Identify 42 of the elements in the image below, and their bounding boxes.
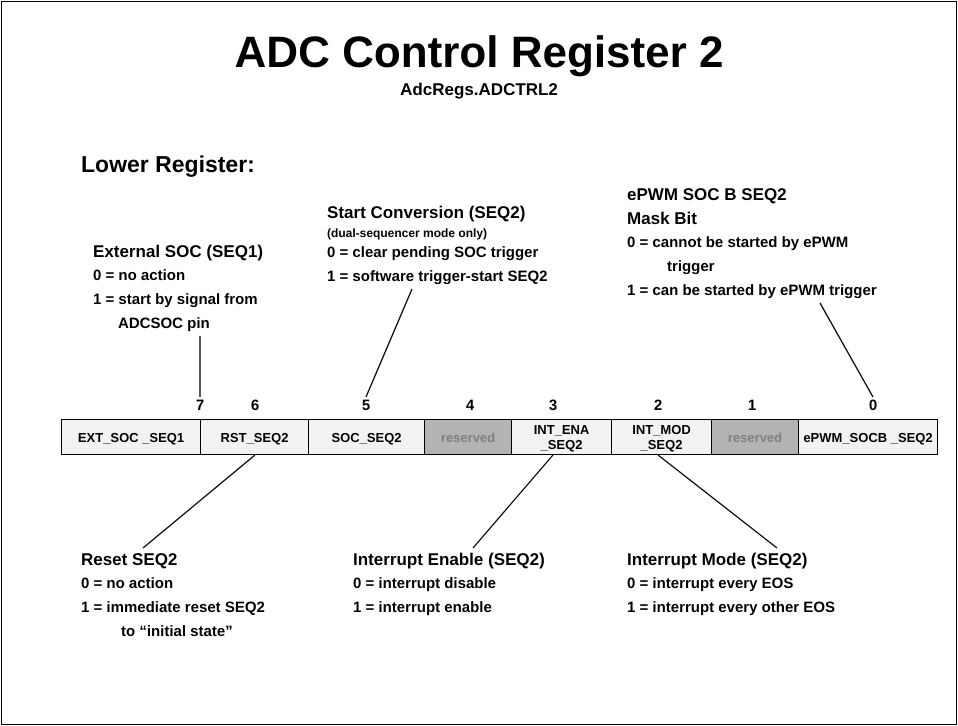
description-heading: Interrupt Mode (SEQ2) <box>627 549 808 571</box>
register-field: ePWM_SOCB _SEQ2 <box>799 419 938 455</box>
description-heading: Start Conversion (SEQ2) <box>327 202 526 224</box>
bit-number: 3 <box>548 397 558 415</box>
value-description: 1 = interrupt enable <box>353 598 493 618</box>
description-note: (dual-sequencer mode only) <box>327 225 488 241</box>
leader-line <box>199 336 201 397</box>
bit-number: 6 <box>250 397 260 415</box>
bit-number: 5 <box>360 397 372 415</box>
value-description: 0 = no action <box>93 266 186 286</box>
register-field: SOC_SEQ2 <box>309 419 425 455</box>
description-heading: External SOC (SEQ1) <box>93 241 264 263</box>
title: ADC Control Register 2 <box>234 28 724 78</box>
value-description: 1 = software trigger-start SEQ2 <box>327 267 548 287</box>
value-description: 0 = interrupt disable <box>353 574 497 594</box>
register-field: EXT_SOC _SEQ1 <box>61 419 201 455</box>
register-path: AdcRegs.ADCTRL2 <box>399 80 559 100</box>
leader-line <box>472 454 554 548</box>
leader-line <box>819 302 874 398</box>
bit-number: 1 <box>746 397 758 415</box>
leader-line <box>658 454 778 549</box>
bit-number: 4 <box>464 397 476 415</box>
value-description: 0 = interrupt every EOS <box>627 574 794 594</box>
bit-number: 2 <box>652 397 664 415</box>
leader-line <box>365 288 413 398</box>
value-description: 1 = interrupt every other EOS <box>627 598 836 618</box>
value-description: 0 = clear pending SOC trigger <box>327 243 540 263</box>
value-description: 0 = cannot be started by ePWM trigger <box>627 233 850 277</box>
section-heading: Lower Register: <box>81 150 255 178</box>
value-description: 1 = can be started by ePWM trigger <box>627 281 878 301</box>
register-field: INT_ENA _SEQ2 <box>512 419 612 455</box>
bit-number: 0 <box>868 397 878 415</box>
description-heading: ePWM SOC B SEQ2 Mask Bit <box>627 184 788 230</box>
value-description: 1 = start by signal from ADCSOC pin <box>93 290 259 334</box>
description-heading: Interrupt Enable (SEQ2) <box>353 549 546 571</box>
leader-line <box>142 454 256 548</box>
bit-number: 7 <box>194 397 206 415</box>
register-field: RST_SEQ2 <box>201 419 309 455</box>
register-field: INT_MOD _SEQ2 <box>612 419 712 455</box>
value-description: 0 = no action <box>81 574 174 594</box>
description-heading: Reset SEQ2 <box>81 549 178 571</box>
value-description: 1 = immediate reset SEQ2 to “initial state” <box>81 598 266 642</box>
